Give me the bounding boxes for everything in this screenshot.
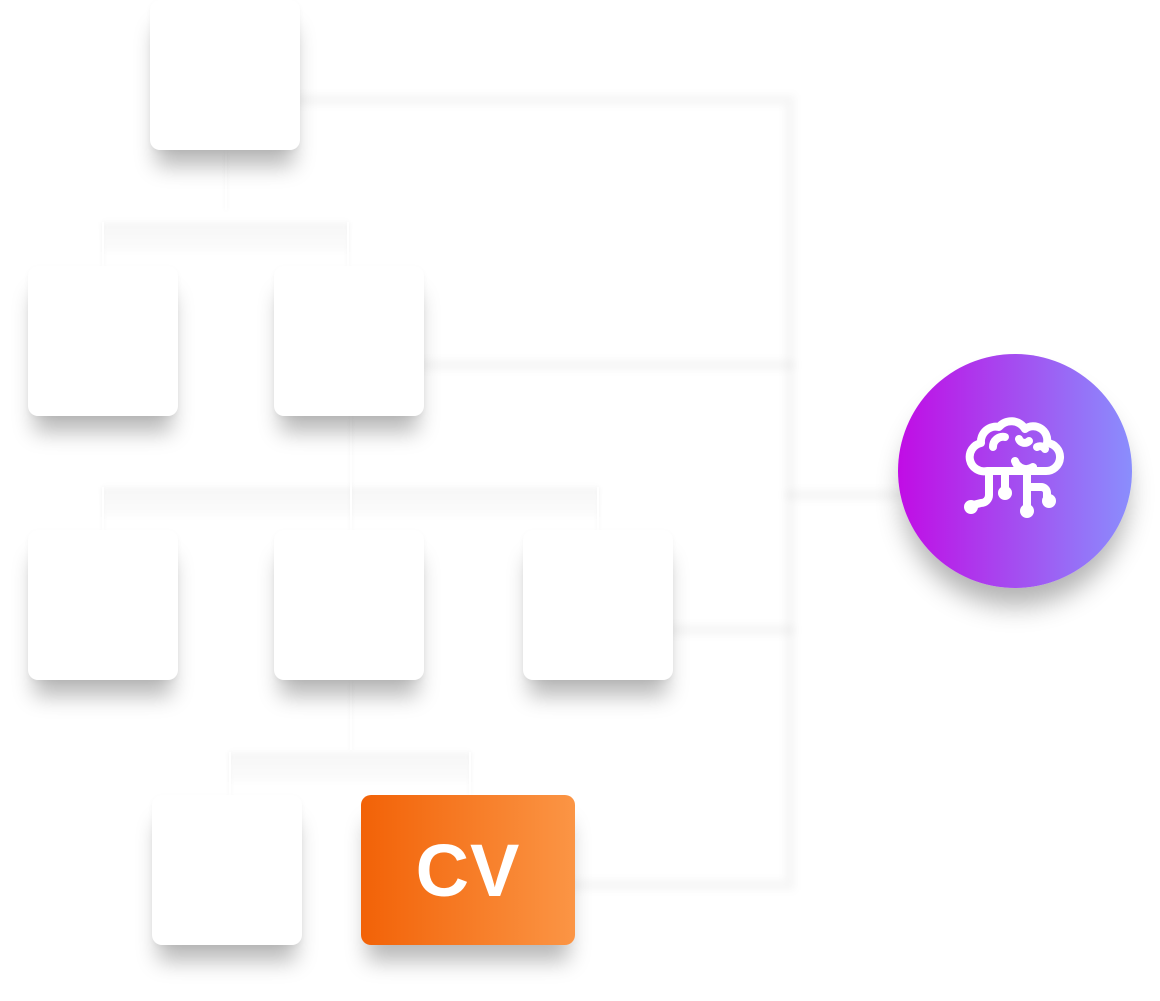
ai-cloud-badge (898, 354, 1132, 588)
edge-n5-cv (469, 752, 471, 795)
node-level3-middle (274, 530, 424, 680)
edge-n1-n2 (102, 222, 104, 266)
node-level4-left (152, 795, 302, 945)
node-level2-right (274, 266, 424, 416)
cv-card: CV (361, 795, 575, 945)
bus-level-3 (230, 752, 470, 782)
cloud-circuit-icon (964, 417, 1065, 518)
node-level3-right (523, 530, 673, 680)
edge-n5-n7 (229, 752, 231, 795)
node-root (150, 0, 300, 150)
edge-n3-down (350, 415, 352, 530)
node-level2-left (28, 266, 178, 416)
edge-n1-n3 (347, 222, 349, 266)
cv-label: CV (415, 828, 521, 912)
edge-n3-n4 (102, 487, 104, 530)
edge-n1-down (225, 150, 227, 210)
bus-level-1 (103, 222, 348, 252)
edge-n5-down (350, 680, 352, 750)
node-level3-left (28, 530, 178, 680)
edge-n3-n6 (597, 487, 599, 530)
